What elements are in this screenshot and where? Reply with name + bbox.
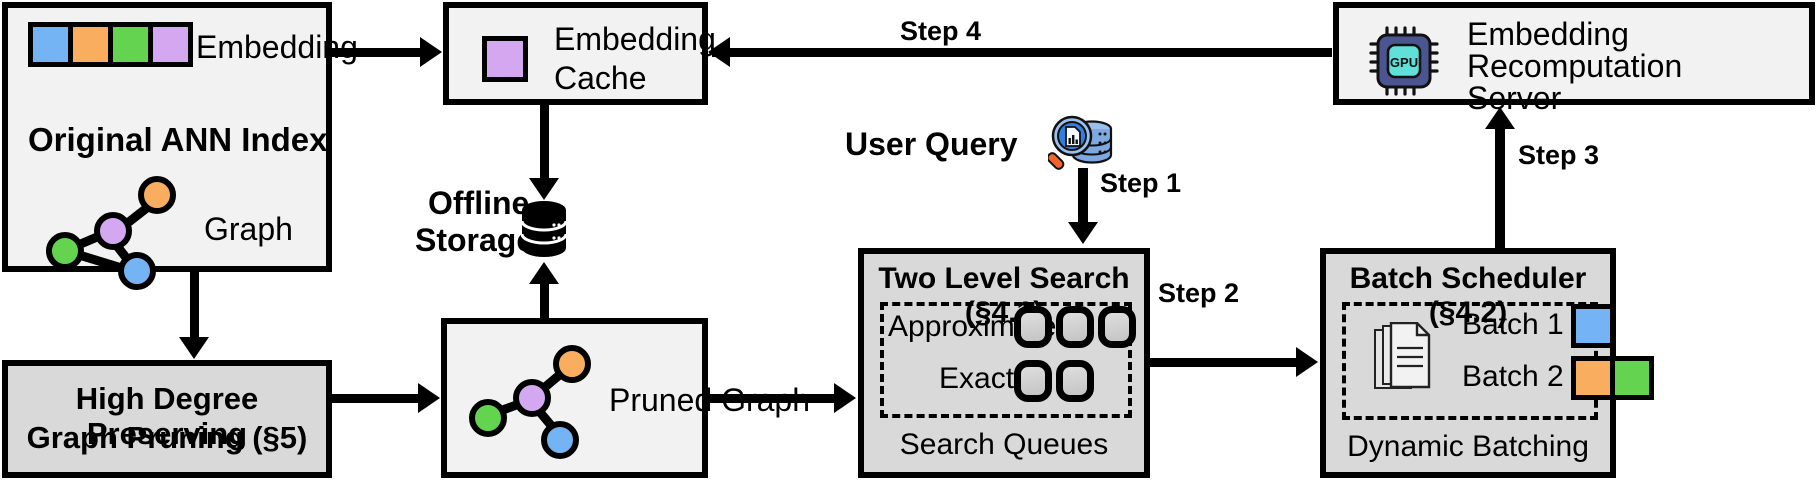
graph-pruning-box: High Degree Preserving Graph Pruning (§5… [2, 360, 332, 478]
recomputation-server-line1: Embedding [1467, 16, 1629, 52]
pruned-graph-box: Pruned Graph [441, 318, 810, 478]
arrow-head [1485, 107, 1515, 129]
search-queues-footer: Search Queues [899, 428, 1109, 461]
documents-icon [1372, 321, 1434, 396]
arrow-head [420, 37, 442, 67]
embedding-label: Embedding [196, 29, 358, 65]
arrow-pruned-graph-to-search [708, 394, 836, 403]
graph-pruning-title-line2: Graph Pruning (§5) [26, 420, 308, 455]
arrow-head [529, 262, 559, 284]
embedding-cache-box: Embedding Cache [443, 2, 716, 105]
two-level-search-title: Two Level Search (§4.1) [878, 262, 1130, 329]
original-ann-index-title: Original ANN Index [28, 121, 328, 158]
arrow-head [418, 383, 440, 413]
arrow-pruning-to-pruned-graph [332, 394, 420, 403]
graph-node-blue [541, 421, 579, 459]
embedding-chip-orange [68, 22, 113, 67]
arrow-index-to-cache [332, 48, 422, 57]
exact-slot-row [1014, 360, 1094, 402]
step-1-label: Step 1 [1100, 168, 1182, 198]
queue-slot[interactable] [1056, 306, 1094, 348]
recomputation-server-line2: Recomputation [1467, 48, 1683, 84]
batch-row-label-2: Batch 2 [1462, 360, 1564, 393]
arrow-head [179, 337, 209, 359]
batch-chip-green [1610, 356, 1654, 400]
arrow-head [834, 383, 856, 413]
dynamic-batching-footer: Dynamic Batching [1347, 430, 1589, 463]
two-level-search-box: Two Level Search (§4.1) Approximate Exac… [858, 248, 1150, 478]
embedding-chip-blue [28, 22, 73, 67]
offline-storage-label-line2: Storage [415, 222, 535, 258]
original-index-graph [46, 176, 176, 290]
embedding-chip-green [108, 22, 153, 67]
step-2-label: Step 2 [1158, 278, 1240, 308]
approximate-slot-row [1014, 306, 1136, 348]
queue-slot[interactable] [1098, 306, 1136, 348]
graph-node-green [469, 399, 507, 437]
arrow-step1 [1078, 168, 1088, 226]
batch-2-chip-row [1571, 356, 1654, 400]
arrow-pruned-to-storage [540, 283, 549, 321]
user-query-label: User Query [845, 126, 1018, 162]
arrow-head [529, 178, 559, 200]
queue-slot[interactable] [1056, 360, 1094, 402]
original-ann-index-box: Embedding Original ANN Index Graph [2, 2, 358, 290]
batch-scheduler-box: Batch Scheduler (§4.2) Batch 1 Batch 2 D… [1320, 248, 1654, 478]
embedding-cache-title-line1: Embedding [554, 21, 716, 57]
arrow-head [708, 37, 730, 67]
graph-node-green [46, 232, 84, 270]
offline-storage-label-line1: Offline [428, 185, 530, 221]
graph-pruning-title-line1: High Degree Preserving [75, 381, 259, 451]
embedding-cache-chip-purple [482, 36, 528, 82]
queue-slot[interactable] [1014, 306, 1052, 348]
graph-node-purple [513, 379, 551, 417]
arrow-cache-to-storage [540, 105, 549, 181]
graph-node-purple [94, 212, 132, 250]
search-queues-panel [880, 302, 1132, 418]
step-4-label: Step 4 [900, 16, 982, 46]
graph-node-blue [118, 252, 156, 290]
arrow-head [1296, 347, 1318, 377]
arrow-index-to-pruning [190, 272, 199, 340]
arrow-step2 [1150, 358, 1300, 367]
graph-node-orange [553, 345, 591, 383]
embedding-cache-title-line2: Cache [554, 60, 647, 96]
graph-label: Graph [204, 211, 293, 247]
search-database-icon [1046, 112, 1118, 174]
step-3-label: Step 3 [1518, 140, 1600, 170]
svg-text:GPU: GPU [1390, 55, 1418, 70]
arrow-step4 [712, 48, 1332, 57]
embedding-chip-row [28, 22, 193, 67]
arrow-head [1068, 222, 1098, 244]
recomputation-server-box: GPU Embedding Recomputation Server [1333, 2, 1815, 116]
graph-node-orange [138, 176, 176, 214]
batch-1-chip-row [1571, 304, 1615, 348]
arrow-step3 [1495, 128, 1505, 250]
database-cylinder-icon [520, 200, 568, 258]
batch-scheduler-title: Batch Scheduler (§4.2) [1349, 262, 1587, 329]
batch-chip-orange [1571, 356, 1615, 400]
queue-slot[interactable] [1014, 360, 1052, 402]
pruned-graph-widget [469, 339, 591, 459]
batch-row-label-1: Batch 1 [1462, 308, 1564, 341]
search-row-label-exact: Exact [939, 362, 1015, 395]
embedding-chip-purple [148, 22, 193, 67]
batch-chip-blue [1571, 304, 1615, 348]
gpu-chip-icon: GPU [1369, 26, 1439, 96]
